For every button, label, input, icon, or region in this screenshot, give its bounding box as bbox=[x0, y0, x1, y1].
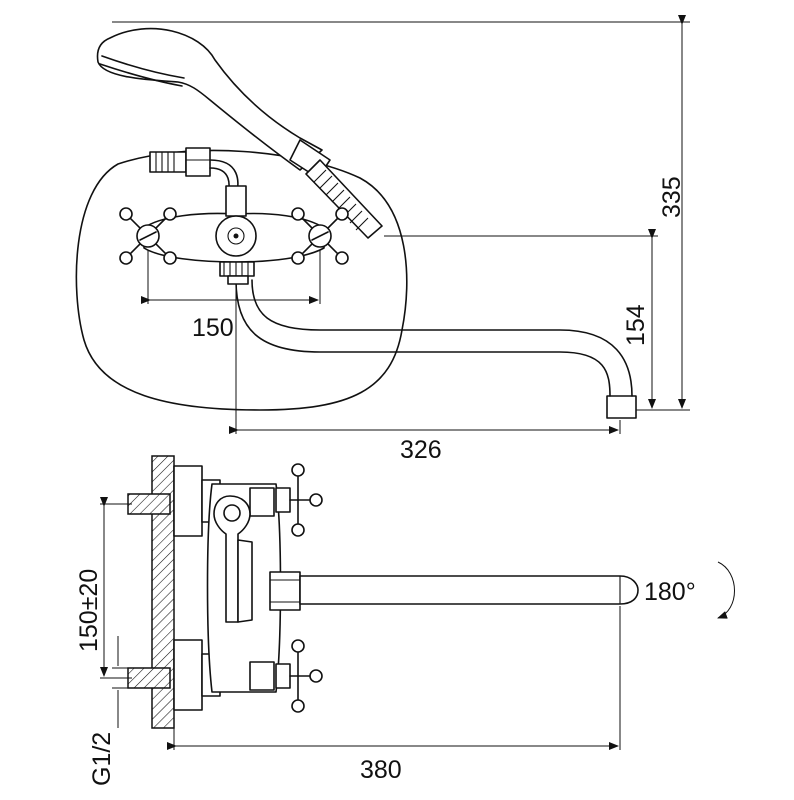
spout-inner bbox=[251, 279, 633, 397]
label-spout-height: 154 bbox=[622, 304, 650, 346]
hose-connector bbox=[149, 147, 239, 197]
label-spout-reach: 326 bbox=[400, 436, 442, 464]
top-view: 150 326 154 335 bbox=[75, 15, 690, 464]
side-view: 180° 150±20 G1/2 380 bbox=[75, 455, 735, 786]
dim-spout-reach: 326 bbox=[229, 286, 621, 464]
spout-outer bbox=[235, 279, 611, 397]
upper-handle-side bbox=[275, 463, 323, 537]
lower-handle-side bbox=[275, 639, 323, 713]
right-cross-handle bbox=[291, 207, 349, 265]
upper-connector bbox=[127, 465, 221, 537]
dim-connection-spacing: 150±20 bbox=[75, 497, 132, 679]
spout-outlet bbox=[606, 395, 637, 419]
dim-handle-spacing: 150 bbox=[141, 250, 321, 342]
dim-total-height: 335 bbox=[112, 15, 690, 409]
dim-thread: G1/2 bbox=[88, 636, 132, 786]
lower-connector bbox=[127, 639, 221, 711]
mixer-body-top bbox=[143, 185, 325, 285]
label-thread: G1/2 bbox=[88, 732, 116, 786]
rotation-indicator: 180° bbox=[644, 561, 735, 619]
wall-section bbox=[151, 455, 175, 729]
spout-side bbox=[299, 575, 639, 605]
dim-spout-height: 154 bbox=[384, 229, 690, 411]
mixer-body-side bbox=[206, 483, 301, 693]
left-cross-handle bbox=[119, 207, 177, 265]
label-connection-spacing: 150±20 bbox=[75, 569, 103, 652]
label-spout-length: 380 bbox=[360, 756, 402, 784]
label-total-height: 335 bbox=[658, 176, 686, 218]
label-rotation: 180° bbox=[644, 578, 696, 606]
label-handle-spacing: 150 bbox=[192, 314, 234, 342]
dim-spout-length: 380 bbox=[167, 606, 621, 784]
